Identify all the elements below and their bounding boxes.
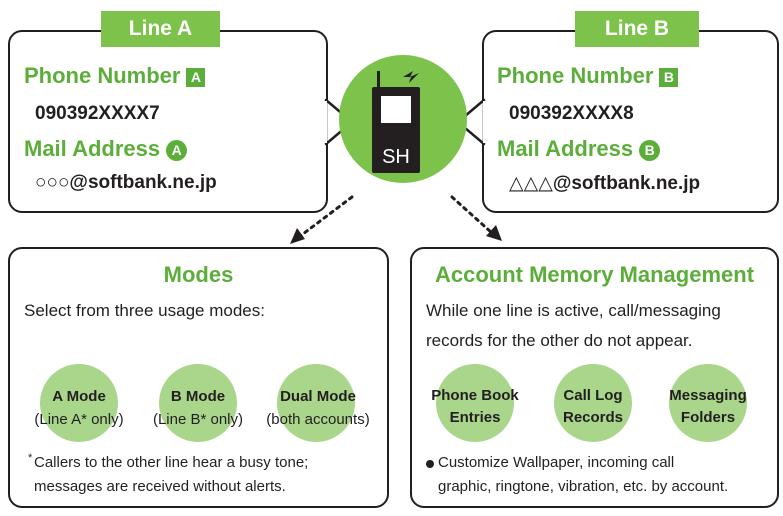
modes-footnote-line1: Callers to the other line hear a busy to… <box>34 454 309 471</box>
memory-title: Account Memory Management <box>434 262 755 287</box>
line-a-mail-heading-text: Mail Address <box>24 136 161 161</box>
line-b-mail-address: △△△@softbank.ne.jp <box>509 173 701 194</box>
memory-phonebook-line1: Phone Book <box>431 387 519 404</box>
line-b-mail-badge: B <box>639 139 661 161</box>
line-a-phone-badge: A <box>186 67 206 87</box>
memory-phonebook: Phone Book Entries <box>415 385 535 429</box>
mode-b: B Mode (Line B* only) <box>134 388 262 428</box>
arrow-to-memory <box>450 195 494 235</box>
mode-b-title: B Mode <box>170 388 226 405</box>
memory-messaging-line1: Messaging <box>669 387 747 404</box>
line-a-panel <box>8 30 328 213</box>
memory-bullet-line1: Customize Wallpaper, incoming call <box>438 454 675 471</box>
mode-dual-circle <box>277 364 355 442</box>
mode-dual-title: Dual Mode <box>280 388 356 405</box>
memory-intro-line2: records for the other do not appear. <box>426 331 693 350</box>
memory-messaging: Messaging Folders <box>648 385 768 429</box>
modes-footnote-mark: * <box>28 452 33 464</box>
mode-a-circle <box>40 364 118 442</box>
mode-a: A Mode (Line A* only) <box>15 388 143 428</box>
memory-bullet-line2: graphic, ringtone, vibration, etc. by ac… <box>438 478 729 495</box>
memory-calllog-line1: Call Log <box>563 387 623 404</box>
modes-title: Modes <box>163 262 234 287</box>
bullet-icon <box>426 460 434 468</box>
phone-icon <box>372 71 420 173</box>
line-b-phone-heading-text: Phone Number <box>497 63 654 88</box>
line-a-phone-number: 090392XXXX7 <box>35 103 160 124</box>
line-a-mail-address: ○○○@softbank.ne.jp <box>35 172 217 193</box>
memory-calllog-line2: Records <box>562 409 624 426</box>
memory-messaging-circle <box>669 364 747 442</box>
line-a-tab: Line A <box>101 11 220 47</box>
mode-b-sub: (Line B* only) <box>152 411 244 428</box>
modes-footnote-line2: messages are received without alerts. <box>34 478 286 495</box>
mode-a-title: A Mode <box>52 388 106 405</box>
modes-intro: Select from three usage modes: <box>24 301 265 320</box>
line-b-mail-heading-text: Mail Address <box>497 136 634 161</box>
mode-dual: Dual Mode (both accounts) <box>252 388 384 428</box>
memory-calllog-circle <box>554 364 632 442</box>
line-b-phone-badge: B <box>659 67 679 87</box>
line-a-phone-heading-text: Phone Number <box>24 63 181 88</box>
memory-phonebook-line2: Entries <box>449 409 501 426</box>
memory-calllog: Call Log Records <box>533 385 653 429</box>
memory-phonebook-circle <box>436 364 514 442</box>
mode-b-circle <box>159 364 237 442</box>
memory-intro-line1: While one line is active, call/messaging <box>426 301 721 320</box>
line-b-phone-number: 090392XXXX8 <box>509 103 634 124</box>
mode-a-sub: (Line A* only) <box>34 411 124 428</box>
mode-dual-sub: (both accounts) <box>266 411 370 428</box>
arrow-to-modes <box>297 195 354 239</box>
line-b-tab: Line B <box>575 11 699 47</box>
memory-messaging-line2: Folders <box>680 409 736 426</box>
line-b-panel <box>482 30 779 213</box>
line-a-mail-badge: A <box>166 139 188 161</box>
phone-model-label: SH <box>382 146 410 168</box>
